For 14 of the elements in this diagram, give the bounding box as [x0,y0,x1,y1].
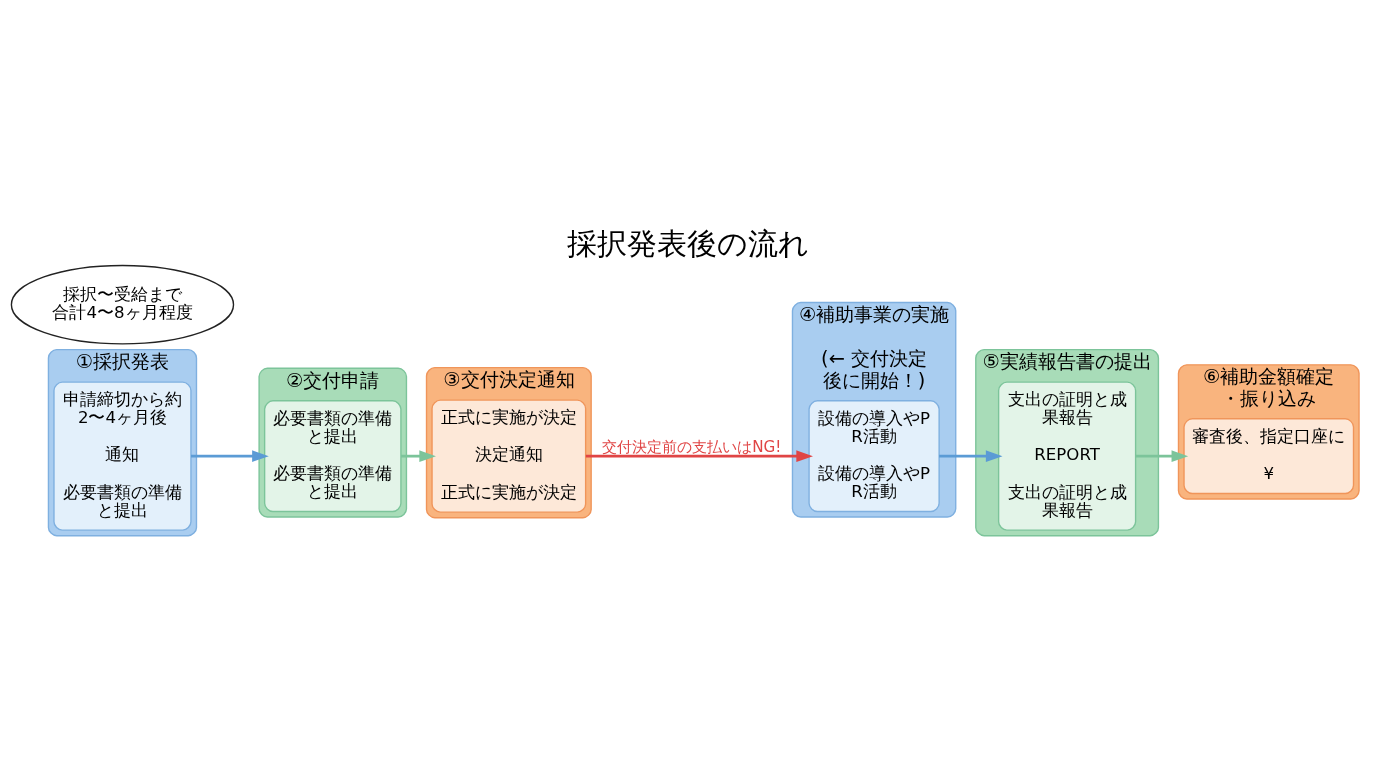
arrow [1135,450,1189,462]
arrow [401,450,436,462]
node-box: 審査後、指定口座に ¥ [1183,418,1355,495]
diagram-title: 採択発表後の流れ [567,225,809,261]
node-box: 申請締切から約2〜4ヶ月後 通知 必要書類の準備と提出 [53,381,192,531]
node-box: 設備の導入やPR活動 設備の導入やPR活動 [808,400,940,513]
node-box: 正式に実施が決定 決定通知 正式に実施が決定 [431,399,587,513]
node-box: 支出の証明と成果報告 REPORT 支出の証明と成果報告 [997,381,1137,531]
node-ellipse: 採択〜受給まで合計4〜8ヶ月程度 [10,264,235,345]
arrow [191,450,269,462]
arrow [939,450,1003,462]
edge-label: 交付決定前の支払いはNG! [602,437,782,456]
arrow [585,450,813,462]
node-box: 必要書類の準備と提出 必要書類の準備と提出 [263,400,402,513]
